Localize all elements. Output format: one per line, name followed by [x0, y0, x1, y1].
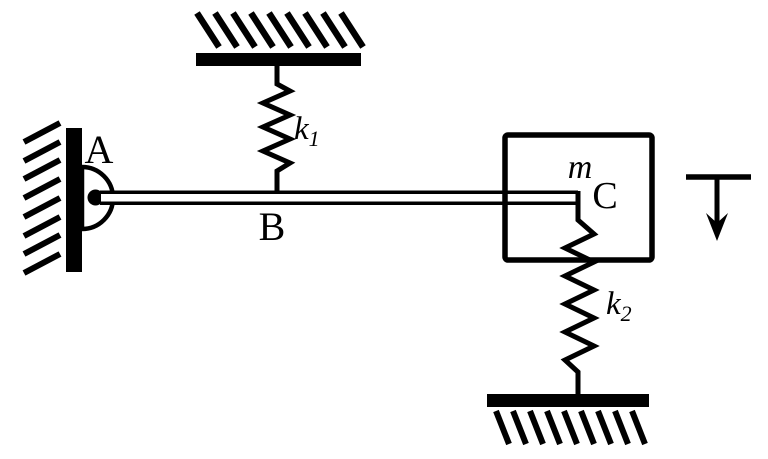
displacement-arrow [686, 174, 751, 241]
hatch-line [510, 409, 529, 446]
hatch-line [629, 409, 648, 446]
label-spring-k1: k1 [294, 111, 320, 151]
hatch-line [22, 139, 62, 164]
hatch-line [22, 214, 62, 239]
hatch-line [595, 409, 614, 446]
hatch-line [22, 176, 62, 201]
wall-hatching [22, 120, 62, 276]
hatch-line [266, 11, 294, 49]
mass-block [502, 132, 655, 263]
spring-k2 [559, 191, 600, 396]
spring-k1 [256, 60, 297, 194]
label-spring-k1-base: k [294, 111, 310, 147]
hatch-line [248, 11, 276, 49]
arrow-head-icon [706, 213, 728, 241]
beam-gap [101, 194, 575, 202]
hatch-line [22, 120, 62, 145]
wall-support [22, 120, 116, 276]
pin-dot [87, 189, 104, 206]
label-beam-c: C [592, 175, 617, 217]
hatch-line [338, 11, 366, 49]
label-spring-k2-base: k [606, 286, 622, 322]
hatch-line [22, 157, 62, 182]
beam [100, 190, 578, 205]
ceiling-support [194, 11, 366, 66]
hatch-line [561, 409, 580, 446]
beam-bottom-line [100, 201, 578, 205]
hatch-line [212, 11, 240, 49]
hatch-line [493, 409, 512, 446]
hatch-line [230, 11, 258, 49]
wall-bar [66, 128, 82, 272]
ground-bar [487, 394, 649, 407]
hatch-line [578, 409, 597, 446]
hatch-line [544, 409, 563, 446]
ground-hatching [493, 409, 648, 446]
hatch-line [22, 232, 62, 257]
hatch-line [527, 409, 546, 446]
label-mass-m: m [568, 149, 593, 186]
ceiling-bar [196, 53, 361, 66]
ground-support [487, 394, 649, 446]
ceiling-hatching [194, 11, 366, 49]
label-beam-b: B [259, 204, 286, 249]
hatch-line [612, 409, 631, 446]
hatch-line [284, 11, 312, 49]
label-spring-k1-sub: 1 [309, 126, 320, 151]
hatch-line [22, 195, 62, 220]
label-pin-a: A [85, 127, 114, 172]
hatch-line [320, 11, 348, 49]
hatch-line [194, 11, 222, 49]
label-spring-k2: k2 [606, 286, 632, 326]
beam-top-line [100, 190, 578, 194]
label-spring-k2-sub: 2 [621, 301, 632, 326]
hatch-line [302, 11, 330, 49]
hatch-line [22, 251, 62, 276]
